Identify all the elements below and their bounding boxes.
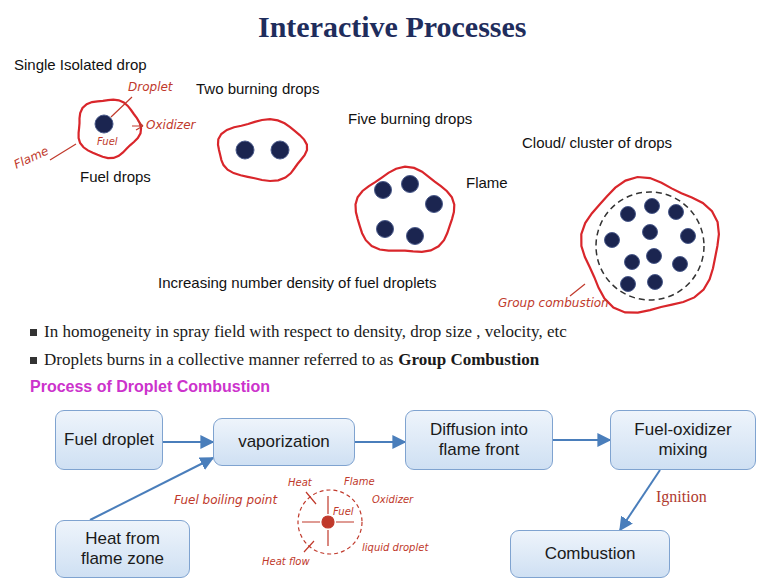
process-box: Fuel-oxidizer mixing [610, 410, 756, 470]
bullet-mark [30, 357, 37, 364]
section-heading: Process of Droplet Combustion [30, 378, 270, 396]
flame-outline [581, 177, 719, 313]
fuel-drop [426, 196, 443, 213]
handwritten-note: Heat flow [262, 556, 310, 568]
handwritten-note: Droplet [128, 81, 173, 95]
drop-caption: Fuel drops [80, 168, 151, 185]
handwritten-note: Group combustion [498, 297, 609, 311]
process-box: Heat from flame zone [55, 520, 190, 578]
fuel-drop [648, 275, 663, 290]
handwritten-note: liquid droplet [362, 542, 428, 554]
fuel-drop [673, 257, 688, 272]
fuel-drop [621, 277, 636, 292]
fuel-drop [271, 141, 289, 159]
drop-caption: Five burning drops [348, 110, 472, 127]
fuel-drop [377, 221, 394, 238]
handwritten-note: Fuel [333, 506, 354, 518]
box-label: Combustion [545, 544, 636, 564]
process-box: Fuel droplet [55, 410, 163, 470]
drop-caption: Two burning drops [196, 80, 319, 97]
process-box: Combustion [510, 530, 670, 578]
flame-outline [218, 119, 307, 181]
flame-outline [79, 100, 142, 158]
fuel-drop [681, 229, 696, 244]
fuel-drop [621, 207, 636, 222]
handwritten-note: Flame [12, 145, 51, 173]
bullet-mark [30, 329, 37, 336]
fuel-drop [407, 228, 424, 245]
box-label: vaporization [238, 432, 330, 452]
fuel-drop [669, 205, 684, 220]
drop-caption: Cloud/ cluster of drops [522, 134, 672, 151]
slide-title: Interactive Processes [258, 10, 527, 45]
fuel-drop [643, 225, 658, 240]
bullet-text: Droplets burns in a collective manner re… [44, 350, 393, 370]
fuel-drops [95, 115, 696, 292]
axis-note: Increasing number density of fuel drople… [158, 274, 437, 291]
handwritten-note: Oxidizer [372, 494, 413, 506]
box-label: Diffusion into flame front [414, 420, 544, 461]
fuel-drop [236, 141, 254, 159]
fuel-drop [605, 233, 620, 248]
bullet-text: In homogeneity in spray field with respe… [44, 322, 567, 342]
flow-arrow [355, 441, 405, 443]
handwritten-note: Fuel boiling point [174, 494, 277, 508]
flow-arrow [163, 441, 213, 443]
box-label: Fuel-oxidizer mixing [619, 420, 747, 461]
drop-caption: Flame [466, 174, 508, 191]
flame-outlines [79, 100, 719, 313]
fuel-drop [375, 182, 392, 199]
box-label: Heat from flame zone [64, 529, 181, 570]
handwritten-note: Flame [344, 476, 375, 488]
handwritten-note: Oxidizer [146, 119, 195, 133]
handwritten-note: Fuel [97, 136, 118, 148]
flame-outline [356, 167, 455, 252]
box-label: Fuel droplet [64, 430, 154, 450]
flow-arrow [553, 439, 610, 441]
fuel-drop [625, 255, 640, 270]
fuel-drop [402, 176, 419, 193]
edge-label: Ignition [654, 488, 709, 506]
fuel-drop [95, 115, 113, 133]
process-box: Diffusion into flame front [405, 410, 553, 470]
group-boundary [596, 192, 704, 300]
handwritten-note: Heat [288, 477, 312, 489]
fuel-drop [647, 249, 662, 264]
bullet-emphasis: Group Combustion [398, 350, 539, 370]
fuel-drop [645, 199, 660, 214]
process-box: vaporization [213, 418, 355, 466]
drop-caption: Single Isolated drop [14, 56, 147, 73]
